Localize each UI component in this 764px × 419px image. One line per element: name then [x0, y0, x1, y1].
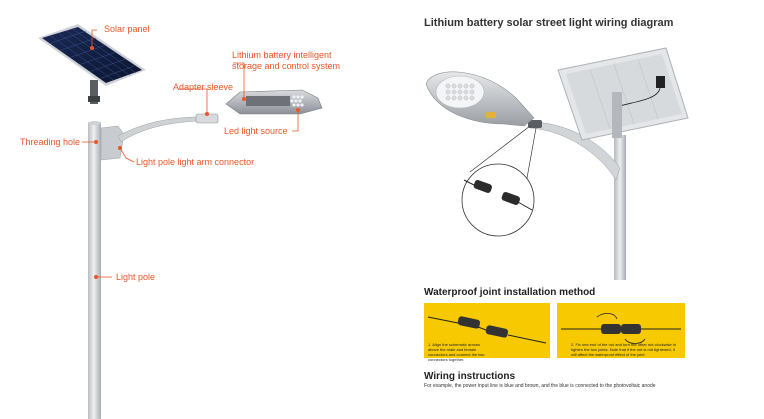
light-arm [117, 116, 201, 143]
waterproof-title: Waterproof joint installation method [424, 287, 596, 298]
wiring-instructions-title: Wiring instructions [424, 371, 516, 382]
street-light-diagram [38, 24, 323, 419]
wiring-illustration [425, 47, 689, 280]
waterproof-step2-text: 2. Fix one end of the nut and turn the o… [571, 342, 677, 357]
connector-zoom-circle [461, 163, 535, 237]
battery-label-line1: Lithium battery intelligent [232, 50, 332, 60]
waterproof-step1-panel: 1. Align the schematic arrows above the … [424, 303, 550, 362]
arm-connector [100, 125, 125, 161]
led-source-label: Led light source [224, 126, 288, 136]
waterproof-step1-text: 1. Align the schematic arrows above the … [428, 342, 485, 362]
threading-hole-label: Threading hole [20, 137, 81, 147]
waterproof-step2-panel: 2. Fix one end of the nut and turn the o… [557, 303, 685, 358]
wiring-diagram-title: Lithium battery solar street light wirin… [424, 17, 674, 29]
light-pole-label: Light pole [116, 272, 156, 282]
adapter-sleeve-label: Adapter sleeve [173, 82, 234, 92]
arm-connector-label: Light pole light arm connector [136, 157, 255, 167]
light-pole [88, 122, 101, 419]
lamp-head [225, 89, 323, 115]
step2-connectors-illustration [561, 313, 681, 344]
solar-panel [38, 24, 146, 86]
solar-panel-label: Solar panel [104, 24, 150, 34]
battery-label-line2: storage and control system [232, 61, 341, 71]
wiring-instructions-text: For example, the power input line is blu… [424, 383, 656, 389]
step1-connectors-illustration [427, 316, 547, 344]
